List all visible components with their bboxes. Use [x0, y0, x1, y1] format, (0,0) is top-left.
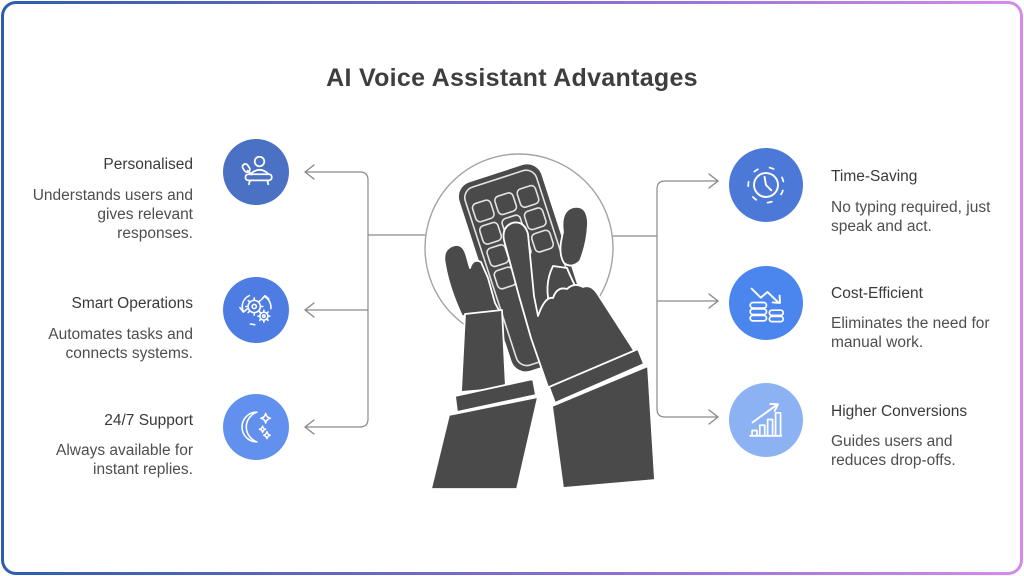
left-forearm	[460, 309, 507, 393]
right-hand	[502, 221, 636, 391]
item-description: Automates tasks and connects systems.	[48, 326, 193, 362]
item-title: Personalised	[103, 156, 193, 173]
coins-decrease-icon	[749, 287, 785, 323]
item-title: 24/7 Support	[104, 412, 193, 429]
left-cuff	[454, 378, 537, 413]
item-description: No typing required, just speak and act.	[831, 199, 991, 235]
right-cuff	[548, 348, 645, 404]
support-icon-badge	[223, 394, 289, 460]
item-description: Guides users and reduces drop-offs.	[831, 433, 956, 469]
item-title: Higher Conversions	[831, 403, 968, 420]
left-hand	[443, 244, 502, 317]
right-sleeve	[551, 365, 656, 489]
smart-operations-icon-badge	[223, 277, 289, 343]
speaker-podium-icon	[241, 155, 273, 186]
time-saving-icon-badge	[729, 148, 803, 222]
item-title: Cost-Efficient	[831, 285, 923, 302]
hands-using-phone-illustration	[424, 153, 656, 490]
cost-efficient-icon-badge	[729, 266, 803, 340]
item-description: Understands users and gives relevant res…	[32, 187, 193, 242]
moon-stars-icon	[241, 411, 272, 443]
personalised-icon-badge	[223, 139, 289, 205]
item-title: Smart Operations	[71, 295, 193, 312]
clock-icon	[747, 166, 785, 204]
left-sleeve	[430, 396, 539, 490]
growth-chart-icon	[749, 402, 783, 437]
item-description: Eliminates the need for manual work.	[831, 315, 990, 351]
automation-gears-icon	[239, 294, 272, 326]
right-thumb	[559, 205, 589, 267]
item-description: Always available for instant replies.	[56, 442, 193, 478]
page-title: AI Voice Assistant Advantages	[326, 64, 698, 92]
higher-conversions-icon-badge	[729, 383, 803, 457]
item-title: Time-Saving	[831, 168, 918, 185]
